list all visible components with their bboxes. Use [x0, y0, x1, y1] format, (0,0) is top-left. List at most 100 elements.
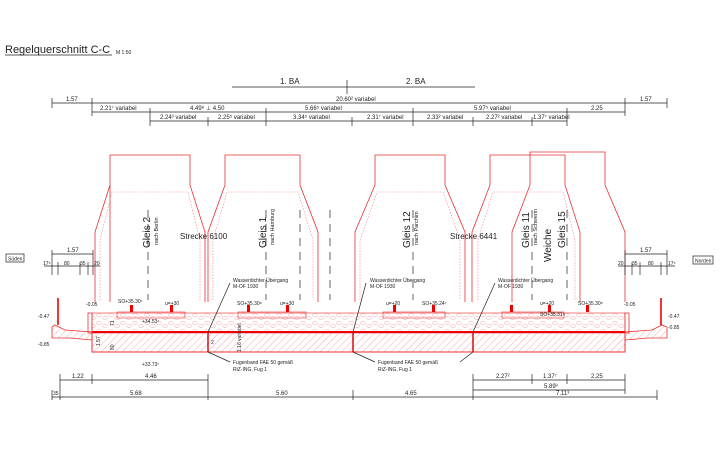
- top-dimensions: 1.57 20.60² variabel 1.57 2.21⁷ variabel…: [51, 97, 668, 126]
- dim-top-2: 20.60² variabel: [336, 97, 376, 103]
- north-box: [692, 255, 714, 265]
- note-waterproof-3: Wasserdichter Übergang: [498, 277, 553, 284]
- cap-left-d4: 20: [94, 261, 100, 267]
- dim-b-7: 35: [53, 391, 59, 397]
- cap-right-d2: 35: [632, 261, 638, 267]
- dim-b-6: 5.89³: [544, 384, 558, 390]
- bottom-dimensions: [51, 374, 658, 400]
- right-curb: [624, 312, 630, 334]
- dim-r3-1: 2.24³ variabel: [160, 115, 196, 121]
- dim-b-2: 4.46: [145, 374, 157, 380]
- dim-b-5: 2.25: [591, 374, 603, 380]
- dim-b-10: 4.65: [405, 391, 417, 397]
- dim-r3-5: 2.33² variabel: [427, 115, 463, 121]
- note-waterproof-2: Wasserdichter Übergang: [370, 277, 425, 284]
- dim-157: 1.57: [96, 336, 102, 346]
- track-gleis-11: Gleis 11: [521, 212, 532, 248]
- elev-u2: u=+30: [280, 301, 294, 307]
- sleepers: [116, 311, 565, 319]
- note-waterproof-1: Wasserdichter Übergang: [233, 277, 288, 284]
- south-box: [5, 253, 25, 263]
- elev-cap-left-a: -0.05: [86, 302, 98, 308]
- track-gleis-12-direction: nach Parchim: [414, 211, 420, 245]
- elev-so-left: SO+35.30⁷: [118, 299, 143, 305]
- track-gleis-2: Gleis 2: [142, 216, 153, 248]
- dim-joint: 2: [211, 340, 214, 346]
- elev-cap-left-b: -0.47: [38, 314, 50, 320]
- dim-top-1: 1.57: [66, 97, 78, 103]
- clearance-gauges: [94, 151, 626, 302]
- note-joint-2b: RiZ-ING, Fug 1: [378, 367, 412, 373]
- elev-cap-right-b: -0.47: [668, 314, 680, 320]
- note-waterproof-2b: M-OF 1930: [370, 284, 396, 290]
- note-waterproof-3b: M-OF 1930: [498, 284, 524, 290]
- cap-left-d2: 80: [64, 261, 70, 267]
- construction-joints: [207, 332, 474, 352]
- cap-left-d3: 35: [80, 261, 86, 267]
- cap-left-width: 1.57: [67, 248, 79, 254]
- dim-r2-4: 5.97⁵ variabel: [474, 105, 511, 112]
- left-cantilever: [51, 324, 93, 352]
- rails: [130, 305, 589, 312]
- dim-r2-1: 2.21⁷ variabel: [100, 105, 137, 112]
- track-gleis-1: Gleis 1: [258, 216, 269, 248]
- note-waterproof-1b: M-OF 1930: [233, 284, 259, 290]
- dim-r2-3: 5.66⁵ variabel: [305, 105, 342, 112]
- dim-b-1: 1.22: [72, 374, 84, 380]
- switch-label: Weiche: [543, 228, 554, 262]
- cap-right-width: 1.57: [640, 248, 652, 254]
- left-curb: [87, 312, 93, 334]
- dim-r2-2: 4.49⁸ ⊥ 4.50: [190, 105, 225, 112]
- dim-r3-7: 1.37⁷ variabel: [533, 114, 570, 121]
- dim-b-8: 5.68: [130, 391, 142, 397]
- line-6100-label: Strecke 6100: [180, 232, 228, 241]
- track-gleis-11-direction: nach Schwerin: [533, 209, 539, 245]
- dim-b-3: 2.27²: [496, 374, 510, 380]
- phase-1-label: 1. BA: [280, 77, 300, 86]
- track-gleis-2-direction: nach Berlin: [154, 217, 160, 245]
- elev-u4: u=+20: [540, 301, 554, 307]
- dim-variable: 1.16 variabel: [237, 323, 243, 352]
- track-gleis-1-direction: nach Hamburg: [270, 209, 276, 245]
- dim-71: 71: [110, 320, 116, 326]
- dim-r3-6: 2.27² variabel: [486, 115, 522, 121]
- note-joint-2: Fugenband FAE 50 gemäß: [378, 360, 438, 366]
- cap-dimensions: [44, 250, 675, 275]
- note-joint-1b: RiZ-ING, Fug 1: [233, 367, 267, 373]
- elev-u1: u=+30: [165, 301, 179, 307]
- deck-slab: [91, 331, 626, 353]
- north-label: Norden: [695, 259, 712, 265]
- dim-b-11: 7.11³: [556, 391, 569, 397]
- cap-right-d3: 80: [648, 261, 654, 267]
- cap-left-d1: 17⁵: [43, 261, 51, 267]
- elev-so3: SO+35.24⁷: [422, 301, 447, 307]
- elev-so5: SO+35.30⁸: [578, 301, 603, 307]
- elev-cap-right-a: -0.05: [624, 302, 636, 308]
- track-gleis-15: Gleis 15: [557, 211, 568, 248]
- elev-u3: u=+20: [386, 301, 400, 307]
- elev-slab-bottom: +33.73⁷: [142, 362, 159, 368]
- dim-80: 80: [110, 344, 116, 350]
- scale-label: M 1:50: [116, 50, 132, 56]
- phase-2-label: 2. BA: [406, 77, 426, 86]
- cap-right-d4: 17⁵: [668, 261, 676, 267]
- drawing-title: Regelquerschnitt C-C: [5, 44, 110, 56]
- right-cantilever: [624, 324, 668, 352]
- elev-so2: SO+35.30⁸: [237, 301, 262, 307]
- dim-r3-2: 2.25⁵ variabel: [218, 114, 255, 121]
- dim-b-4: 1.37⁷: [543, 373, 557, 380]
- elev-so4: SO+35.31⁹: [540, 312, 565, 318]
- line-6441-label: Strecke 6441: [450, 232, 498, 241]
- cap-right-d1: 20: [618, 261, 624, 267]
- elev-cap-right-c: -0.85: [668, 325, 680, 331]
- note-joint-1: Fugenband FAE 50 gemäß: [233, 360, 293, 366]
- dim-r3-4: 2.31⁷ variabel: [367, 114, 404, 121]
- dim-top-3: 1.57: [640, 97, 652, 103]
- dim-b-9: 5.60: [276, 391, 288, 397]
- south-label: Süden: [8, 257, 23, 263]
- elev-ballast-top: +34.53⁷: [142, 319, 159, 325]
- track-gleis-12: Gleis 12: [402, 211, 413, 248]
- elev-cap-left-c: -0.85: [38, 342, 50, 348]
